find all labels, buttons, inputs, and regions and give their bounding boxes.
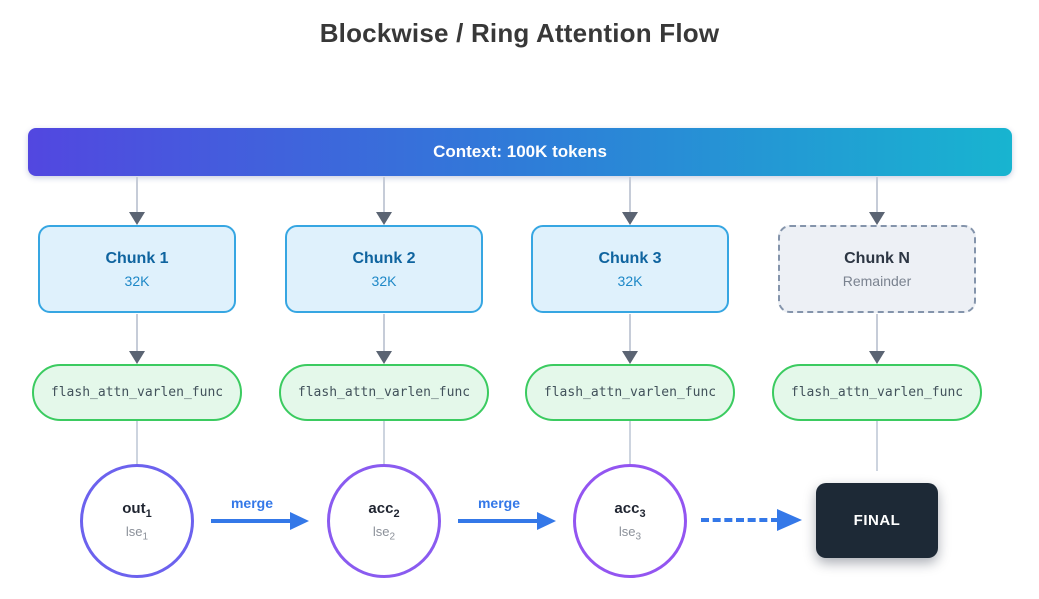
diagram-title: Blockwise / Ring Attention Flow <box>319 18 720 48</box>
result-circle-out1: out1 lse1 <box>80 464 194 578</box>
context-banner: Context: 100K tokens <box>28 128 1012 176</box>
context-banner-label: Context: 100K tokens <box>433 142 607 161</box>
chunk-title: Chunk 2 <box>352 249 416 267</box>
connector-line <box>136 421 138 464</box>
result-circle-acc2: acc2 lse2 <box>327 464 441 578</box>
flash-attn-func-node-n: flash_attn_varlen_func <box>772 364 982 421</box>
down-arrow-icon <box>376 314 392 364</box>
chunk-title: Chunk N <box>844 249 910 267</box>
result-aux-label: lse2 <box>372 523 396 543</box>
result-main-label: acc2 <box>368 499 400 520</box>
down-arrow-icon <box>129 177 145 225</box>
flash-attn-func-node-3: flash_attn_varlen_func <box>525 364 735 421</box>
connector-line <box>629 421 631 464</box>
down-arrow-icon <box>869 177 885 225</box>
result-main-label: acc3 <box>614 499 646 520</box>
chunk-node-2: Chunk 2 32K <box>285 225 483 313</box>
merge-arrow-line <box>458 519 539 523</box>
connector-line <box>383 421 385 464</box>
merge-label: merge <box>477 495 521 511</box>
chunk-node-1: Chunk 1 32K <box>38 225 236 313</box>
final-node: FINAL <box>816 483 938 558</box>
flash-attn-func-label: flash_attn_varlen_func <box>790 385 964 400</box>
result-main-label: out1 <box>122 499 152 520</box>
chunk-title: Chunk 1 <box>105 249 169 267</box>
down-arrow-icon <box>622 177 638 225</box>
right-arrowhead-icon <box>290 512 309 530</box>
down-arrow-icon <box>376 177 392 225</box>
connector-line <box>876 421 878 471</box>
flash-attn-func-node-1: flash_attn_varlen_func <box>32 364 242 421</box>
final-label: FINAL <box>853 512 901 529</box>
chunk-title: Chunk 3 <box>598 249 662 267</box>
merge-arrow: merge <box>458 495 558 541</box>
flash-attn-func-label: flash_attn_varlen_func <box>297 385 471 400</box>
dashed-arrow <box>701 508 805 536</box>
chunk-node-3: Chunk 3 32K <box>531 225 729 313</box>
down-arrow-icon <box>622 314 638 364</box>
chunk-subtitle: 32K <box>371 272 397 289</box>
chunk-subtitle: 32K <box>124 272 150 289</box>
result-aux-label: lse3 <box>618 523 642 543</box>
result-aux-label: lse1 <box>125 523 149 543</box>
dashed-arrow-line <box>701 518 779 522</box>
flash-attn-func-label: flash_attn_varlen_func <box>543 385 717 400</box>
merge-arrow: merge <box>211 495 311 541</box>
down-arrow-icon <box>129 314 145 364</box>
flash-attn-func-node-2: flash_attn_varlen_func <box>279 364 489 421</box>
flash-attn-func-label: flash_attn_varlen_func <box>50 385 224 400</box>
down-arrow-icon <box>869 314 885 364</box>
right-arrowhead-icon <box>537 512 556 530</box>
chunk-subtitle: Remainder <box>842 272 912 289</box>
chunk-node-n: Chunk N Remainder <box>778 225 976 313</box>
result-circle-acc3: acc3 lse3 <box>573 464 687 578</box>
chunk-subtitle: 32K <box>617 272 643 289</box>
merge-label: merge <box>230 495 274 511</box>
merge-arrow-line <box>211 519 292 523</box>
right-arrowhead-icon <box>777 509 802 531</box>
